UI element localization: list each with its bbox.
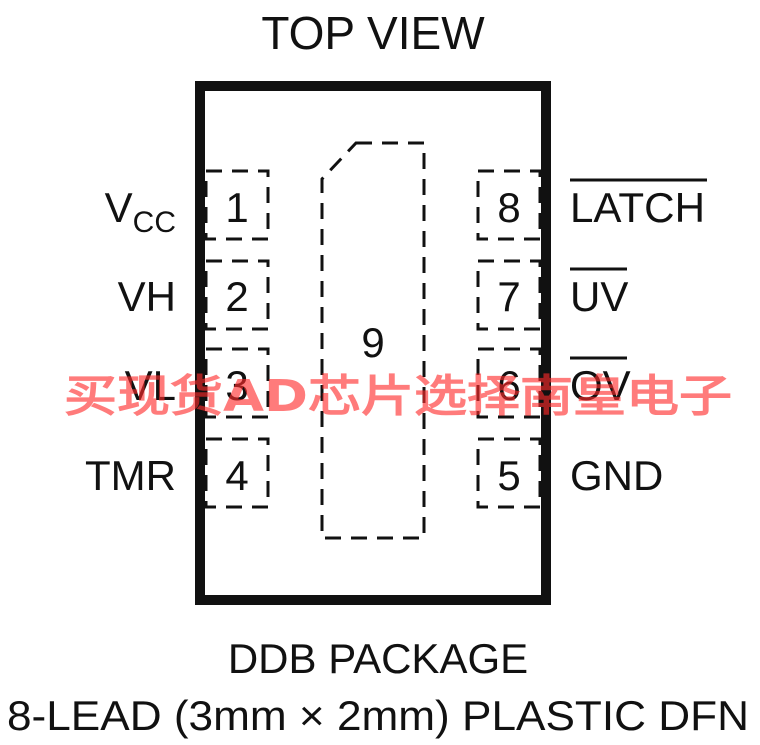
pin-name: GND [570, 452, 663, 499]
pin-name: VL [125, 362, 176, 409]
pin-pad [204, 169, 270, 241]
pin-name: OV [570, 362, 631, 409]
pin-name: LATCH [570, 184, 705, 231]
pin-number: 2 [225, 273, 248, 320]
top-view-title: TOP VIEW [261, 7, 485, 59]
exposed-pad-number: 9 [361, 319, 384, 366]
left-pin-3: 3 VL [125, 347, 270, 419]
pin-number: 3 [225, 362, 248, 409]
pin-pad [204, 259, 270, 331]
pin-name: TMR [85, 452, 176, 499]
right-pin-5: 5 GND [476, 437, 663, 509]
right-pin-8: 8 LATCH [476, 169, 707, 241]
left-pin-2: 2 VH [118, 259, 270, 331]
pin-pad [476, 437, 542, 509]
pin-name: UV [570, 273, 628, 320]
left-pin-4: 4 TMR [85, 437, 270, 509]
watermark-text: 买现货AD芯片选择南皇电子 [64, 371, 732, 422]
pin-pad [476, 169, 542, 241]
pin-number: 1 [225, 184, 248, 231]
pin-name: VCC [105, 184, 176, 239]
pin-number: 5 [497, 452, 520, 499]
left-pin-1: 1 VCC [105, 169, 270, 241]
package-description: 8-LEAD (3mm × 2mm) PLASTIC DFN [7, 692, 749, 739]
right-pin-6: 6 OV [476, 347, 631, 419]
pin-name: VH [118, 273, 176, 320]
pin-pad [204, 437, 270, 509]
pin-number: 7 [497, 273, 520, 320]
pin-number: 6 [497, 362, 520, 409]
pin-number: 8 [497, 184, 520, 231]
pin-number: 4 [225, 452, 248, 499]
package-body [195, 81, 551, 605]
right-pin-7: 7 UV [476, 259, 628, 331]
pin-pad [476, 259, 542, 331]
pin-pad [476, 347, 542, 419]
exposed-pad-outline [320, 141, 426, 540]
package-name: DDB PACKAGE [228, 635, 528, 682]
pin-pad [204, 347, 270, 419]
